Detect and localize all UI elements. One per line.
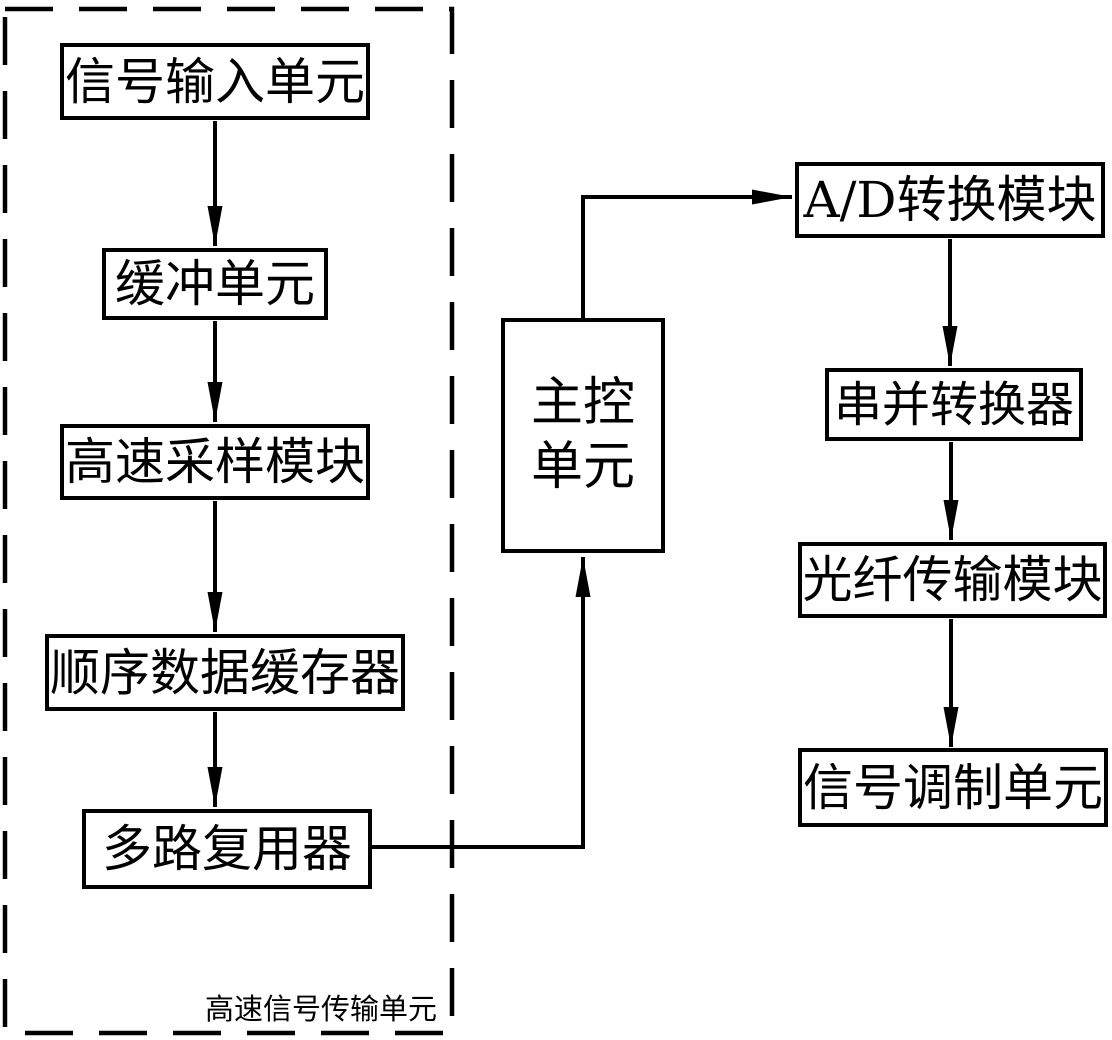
node-multiplexer-label: 多路复用器 xyxy=(102,820,352,878)
group-label-high-speed-signal-transmission-unit: 高速信号传输单元 xyxy=(205,992,438,1026)
node-multiplexer: 多路复用器 xyxy=(82,809,372,889)
node-signal-modulation-label: 信号调制单元 xyxy=(803,758,1103,817)
node-ad-conversion-label: A/D转换模块 xyxy=(803,171,1097,229)
node-ad-conversion-module: A/D转换模块 xyxy=(795,162,1105,238)
node-serial-parallel-label: 串并转换器 xyxy=(833,376,1074,433)
node-serial-parallel-converter: 串并转换器 xyxy=(825,368,1083,441)
node-signal-input-label: 信号输入单元 xyxy=(65,52,365,111)
node-main-control-label-line2: 单元 xyxy=(530,436,635,497)
node-sampling-label: 高速采样模块 xyxy=(65,433,365,491)
node-fiber-transmission-module: 光纤传输模块 xyxy=(798,542,1107,618)
arrow-multiplexer-to-main-control xyxy=(372,557,591,849)
arrow-main-control-to-ad-conversion xyxy=(581,189,792,319)
node-main-control-label-line1: 主控 xyxy=(530,373,635,434)
node-main-control-unit: 主控 单元 xyxy=(501,318,665,553)
node-signal-input-unit: 信号输入单元 xyxy=(60,43,370,120)
node-fiber-transmission-label: 光纤传输模块 xyxy=(802,551,1103,609)
node-buffer-unit: 缓冲单元 xyxy=(102,248,328,320)
dashed-group-border xyxy=(2,6,455,1036)
node-high-speed-sampling-module: 高速采样模块 xyxy=(60,424,370,500)
node-buffer-label: 缓冲单元 xyxy=(115,255,315,313)
node-sequential-data-buffer: 顺序数据缓存器 xyxy=(45,634,405,711)
node-signal-modulation-unit: 信号调制单元 xyxy=(798,748,1108,827)
node-sequential-buffer-label: 顺序数据缓存器 xyxy=(50,643,400,702)
